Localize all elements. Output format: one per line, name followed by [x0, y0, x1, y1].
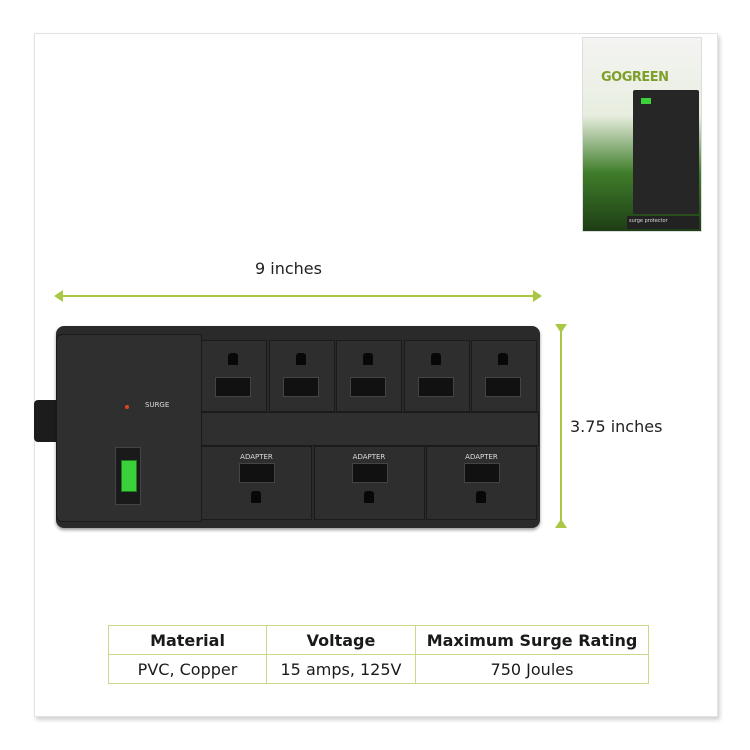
outlet: [201, 340, 267, 412]
adapter-label: ADAPTER: [240, 453, 273, 461]
control-panel: SURGE: [56, 334, 202, 522]
package-switch: [641, 98, 651, 104]
outlet: [268, 340, 335, 412]
ground-slot: [228, 353, 238, 365]
specs-table: Material Voltage Maximum Surge Rating PV…: [108, 625, 649, 684]
plug-slots: [239, 463, 275, 483]
arrow-up-icon: [555, 324, 567, 333]
plug-slots: [485, 377, 521, 397]
arrow-right-icon: [533, 290, 542, 302]
ground-slot: [476, 491, 486, 503]
plug-slots: [215, 377, 251, 397]
power-cord: [34, 400, 58, 442]
ground-slot: [295, 353, 306, 365]
adapter-outlet: ADAPTER: [426, 446, 537, 520]
switch-rocker[interactable]: [121, 460, 137, 492]
table-row: PVC, Copper 15 amps, 125V 750 Joules: [108, 654, 649, 684]
ground-slot: [251, 491, 261, 503]
package-subtitle: surge protector: [627, 216, 699, 229]
header-surge-rating: Maximum Surge Rating: [415, 625, 649, 655]
adapter-outlet: ADAPTER: [313, 446, 425, 520]
outlet: [471, 340, 537, 412]
adapter-outlet: ADAPTER: [201, 446, 312, 520]
arrow-down-icon: [555, 519, 567, 528]
outlet: [336, 340, 402, 412]
surge-protector: SURGE ADAPTER ADAPTER ADAPTER: [56, 326, 540, 528]
header-voltage: Voltage: [266, 625, 416, 655]
adapter-label: ADAPTER: [465, 453, 498, 461]
plug-slots: [464, 463, 500, 483]
adapter-label: ADAPTER: [352, 453, 386, 461]
height-dimension-line: [560, 330, 562, 524]
plug-slots: [351, 463, 388, 483]
ground-slot: [430, 353, 441, 365]
value-surge-rating: 750 Joules: [415, 654, 649, 684]
plug-slots: [282, 377, 319, 397]
ground-slot: [363, 491, 374, 503]
plug-slots: [350, 377, 386, 397]
package-device: [633, 90, 699, 214]
value-material: PVC, Copper: [108, 654, 267, 684]
power-switch[interactable]: [115, 447, 141, 505]
value-voltage: 15 amps, 125V: [266, 654, 416, 684]
width-dimension-line: [60, 295, 536, 297]
indicator-light: [125, 405, 129, 409]
ground-slot: [498, 353, 508, 365]
outlet: [403, 340, 470, 412]
height-label: 3.75 inches: [570, 417, 663, 436]
header-material: Material: [108, 625, 267, 655]
width-label: 9 inches: [255, 259, 322, 278]
arrow-left-icon: [54, 290, 63, 302]
surge-label: SURGE: [145, 401, 170, 409]
middle-strip: [201, 412, 539, 446]
package-image: GOGREEN surge protector: [582, 37, 702, 232]
table-header-row: Material Voltage Maximum Surge Rating: [108, 625, 649, 655]
ground-slot: [363, 353, 373, 365]
package-logo: GOGREEN: [601, 70, 669, 85]
plug-slots: [417, 377, 454, 397]
